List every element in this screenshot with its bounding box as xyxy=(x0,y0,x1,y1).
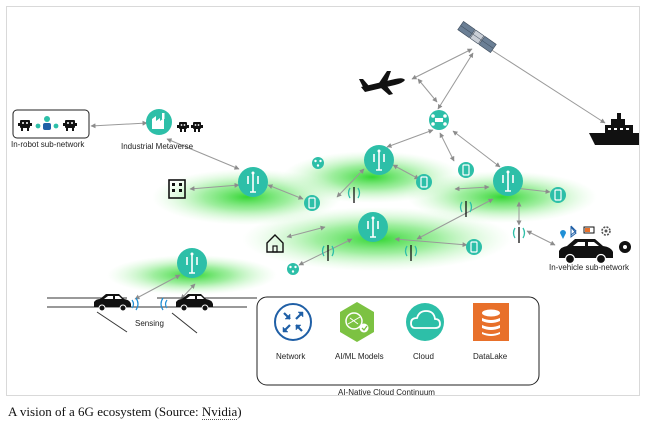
robot-icon xyxy=(18,120,32,131)
cell-tower-icon xyxy=(238,167,268,197)
cell-tower-icon xyxy=(358,212,388,242)
phone-icon xyxy=(550,187,566,203)
cell-tower-icon xyxy=(364,145,394,175)
network-label: Network xyxy=(276,352,306,361)
continuum-label: AI-Native Cloud Continuum xyxy=(338,388,435,396)
robot-icon xyxy=(177,122,189,132)
car-icon xyxy=(176,294,213,312)
steering-wheel-icon xyxy=(619,241,631,253)
gear-icon xyxy=(601,226,611,236)
house-icon xyxy=(266,234,284,253)
sensing-wave-icon xyxy=(131,297,168,311)
phone-icon xyxy=(466,239,482,255)
phone-icon xyxy=(458,162,474,178)
industrial-metaverse-label: Industrial Metaverse xyxy=(121,142,194,151)
connection-arrows xyxy=(90,46,606,300)
cloud-label: Cloud xyxy=(413,352,434,361)
ship-icon xyxy=(589,113,639,145)
brain-icon xyxy=(340,302,374,342)
drone-icon xyxy=(312,157,324,169)
sensing-label: Sensing xyxy=(135,319,164,328)
cloud-icon xyxy=(406,303,444,341)
airplane-icon xyxy=(359,71,405,95)
location-pin-icon xyxy=(560,230,566,239)
phone-icon xyxy=(416,174,432,190)
bluetooth-icon xyxy=(570,225,577,239)
figure-frame: In-robot sub-network Industrial Metavers… xyxy=(6,6,640,396)
cell-tower-icon xyxy=(177,248,207,278)
aiml-label: AI/ML Models xyxy=(335,352,384,361)
satellite-icon xyxy=(457,21,497,53)
road-lines xyxy=(47,297,257,334)
car-icon xyxy=(559,239,613,265)
drone-icon xyxy=(429,110,449,130)
ecosystem-diagram xyxy=(12,21,639,386)
robot-arm-icon xyxy=(35,116,59,130)
in-robot-label: In-robot sub-network xyxy=(11,140,85,149)
caption-text: A vision of a 6G ecosystem (Source: xyxy=(8,404,202,419)
car-icon xyxy=(94,294,131,312)
battery-icon xyxy=(583,226,595,234)
robot-icon xyxy=(63,120,77,131)
datalake-label: DataLake xyxy=(473,352,508,361)
in-robot-box xyxy=(12,109,90,139)
building-icon xyxy=(168,179,186,199)
database-icon xyxy=(473,303,509,341)
in-vehicle-label: In-vehicle sub-network xyxy=(549,263,630,272)
phone-icon xyxy=(304,195,320,211)
robot-icon xyxy=(191,122,203,132)
cell-tower-icon xyxy=(493,166,523,196)
factory-icon xyxy=(146,109,172,135)
drone-icon xyxy=(287,263,299,275)
continuum-box xyxy=(256,296,540,386)
antenna-icon xyxy=(321,187,526,261)
figure-caption: A vision of a 6G ecosystem (Source: Nvid… xyxy=(8,404,242,420)
caption-tail: ) xyxy=(237,404,242,419)
network-icon xyxy=(274,303,312,341)
source-link[interactable]: Nvidia xyxy=(201,404,238,420)
